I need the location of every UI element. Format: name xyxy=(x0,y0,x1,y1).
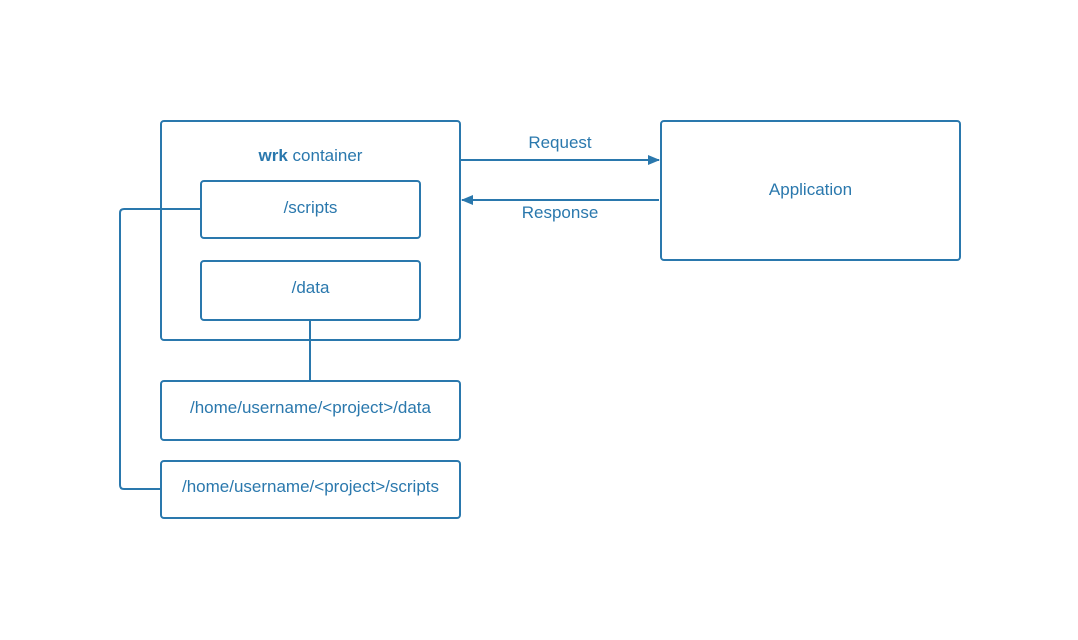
host-scripts-path-box: /home/username/<project>/scripts xyxy=(160,460,461,519)
scripts-connector xyxy=(119,208,200,490)
host-data-path-label: /home/username/<project>/data xyxy=(190,398,431,417)
host-data-path-box: /home/username/<project>/data xyxy=(160,380,461,441)
wrk-title-bold: wrk xyxy=(258,146,288,165)
application-label: Application xyxy=(768,180,853,199)
wrk-title-rest: container xyxy=(287,146,363,165)
scripts-mount-box: /scripts xyxy=(200,180,421,239)
application-box: Application xyxy=(660,120,961,261)
response-label: Response xyxy=(521,203,599,222)
data-mount-label: /data xyxy=(291,278,330,297)
wrk-container-box: wrk container xyxy=(160,120,461,341)
scripts-mount-label: /scripts xyxy=(283,198,338,217)
data-mount-box: /data xyxy=(200,260,421,321)
host-scripts-path-label: /home/username/<project>/scripts xyxy=(181,477,439,496)
request-label: Request xyxy=(528,133,592,152)
wrk-container-title: wrk container xyxy=(162,146,459,166)
